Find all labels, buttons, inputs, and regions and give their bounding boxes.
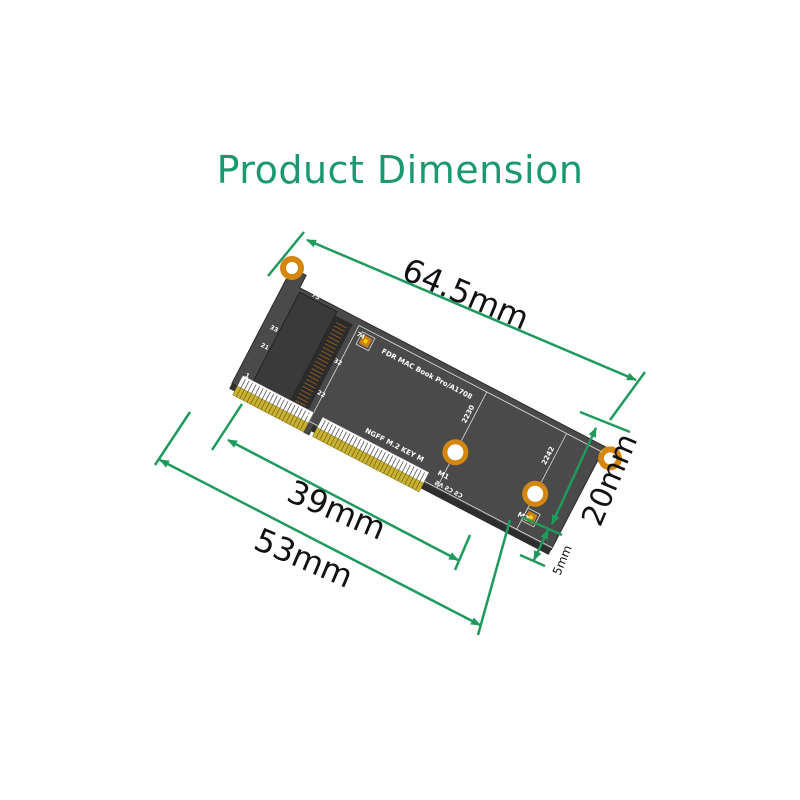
extension-line: [267, 231, 305, 277]
page-title: Product Dimension: [216, 148, 584, 192]
pin-21-label: 21: [259, 342, 270, 352]
dimension-line-notch-offset: [532, 529, 550, 561]
dimension-line-length: [306, 238, 637, 382]
pin-1-label: 1: [244, 372, 251, 380]
pin-33-label: 33: [269, 324, 280, 334]
dimension-line-board-width: [159, 458, 481, 627]
dimension-line-hole-offset: [550, 427, 598, 525]
pin-2-label: 2: [305, 410, 312, 418]
pin-22-label: 22: [316, 389, 327, 399]
notch-offset-label: 5mm: [550, 543, 575, 577]
length-label: 64.5mm: [397, 250, 535, 337]
